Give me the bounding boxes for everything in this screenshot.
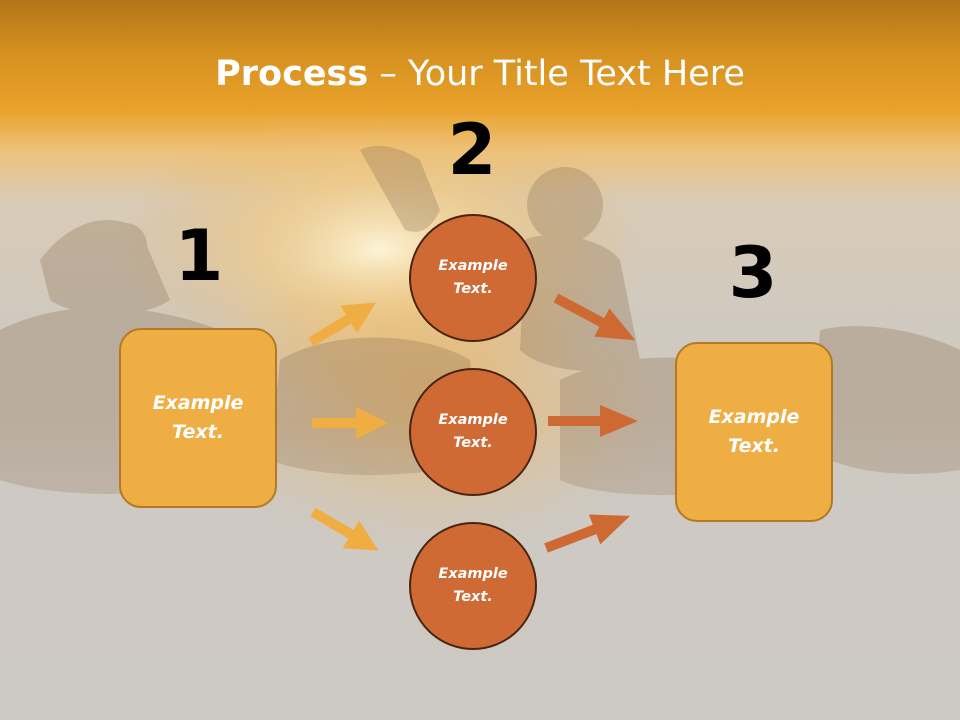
circle-middle-text-line2: Text. (453, 435, 493, 451)
circle-top-text-line1: Example (438, 258, 508, 274)
arrow-box1-to-circle-top (308, 302, 377, 347)
step-number-1: 1 (174, 215, 224, 297)
title-rest: – Your Title Text Here (368, 54, 745, 94)
arrow-circle-top-to-box3 (553, 293, 636, 341)
arrow-circle-bottom-to-box3 (544, 514, 631, 553)
slide-title: Process – Your Title Text Here (0, 52, 960, 96)
step-1-text-line2: Text. (172, 421, 224, 443)
arrow-circle-middle-to-box3 (548, 405, 638, 437)
step-1-text-line1: Example (152, 392, 244, 414)
step-number-3: 3 (728, 232, 778, 314)
title-bold: Process (215, 54, 369, 94)
arrow-box1-to-circle-middle (312, 407, 388, 439)
circle-top-text-line2: Text. (453, 281, 493, 297)
step-number-2: 2 (447, 109, 497, 191)
circle-bottom-text-line1: Example (438, 566, 508, 582)
circle-bottom-text-line2: Text. (453, 589, 493, 605)
step-3-text-line2: Text. (728, 435, 780, 457)
arrow-box1-to-circle-bottom (310, 507, 379, 551)
circle-middle-text-line1: Example (438, 412, 508, 428)
step-3-text-line1: Example (708, 406, 800, 428)
